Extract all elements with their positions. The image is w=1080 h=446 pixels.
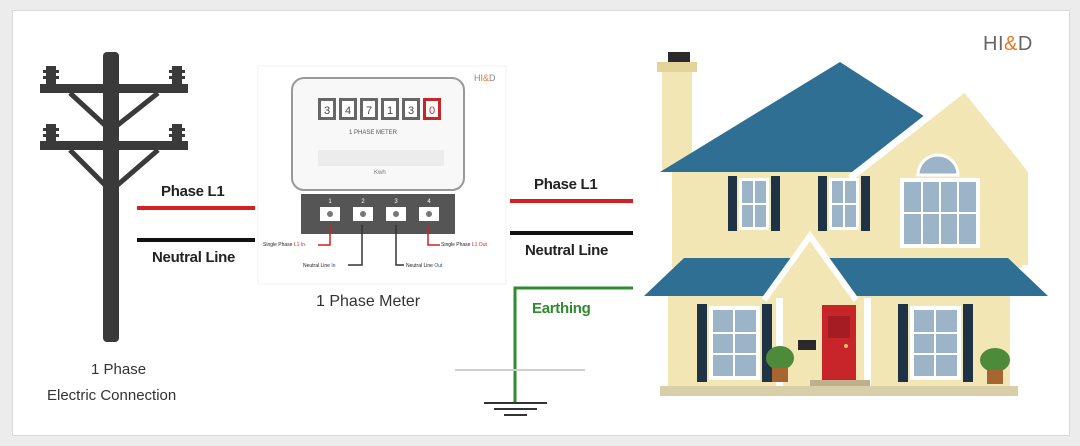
terminal-screw-head	[327, 211, 333, 217]
terminal-label-text: Neutral Line	[303, 263, 330, 269]
meter-digit-face	[405, 101, 417, 117]
meter-header-label: 1 PHASE METER	[349, 130, 398, 136]
utility-pole-icon	[40, 52, 188, 342]
meter-digit: 3	[408, 105, 414, 117]
meter-digit: 1	[387, 105, 393, 117]
terminal-label-phase-out: Single Phase L1 Out	[441, 242, 487, 248]
logo-text-left: HI	[983, 33, 1004, 55]
meter-digit-face	[321, 101, 333, 117]
upper-mid-window	[818, 176, 870, 231]
right-neutral-label: Neutral Line	[525, 242, 609, 259]
porch-gable-trim	[761, 230, 859, 302]
chimney-top	[668, 52, 690, 62]
upper-left-window	[728, 176, 780, 231]
porch-gable	[770, 238, 850, 296]
porch-roof	[644, 258, 1048, 296]
ground-symbol-icon	[484, 402, 547, 416]
terminal-label-text: Neutral Line	[406, 263, 433, 269]
terminal-number: 1	[328, 199, 332, 205]
terminal-label-suffix: In	[331, 263, 336, 269]
left-phase-label: Phase L1	[161, 183, 225, 200]
main-roof	[660, 62, 930, 172]
terminal-label-text: Single Phase	[441, 242, 471, 248]
door-step	[810, 380, 870, 386]
meter-digit-face	[426, 101, 438, 117]
meter-digit: 3	[324, 105, 330, 117]
pole-caption-line2: Electric Connection	[47, 387, 177, 404]
meter-digit: 0	[429, 105, 435, 117]
meter-digit-face	[342, 101, 354, 117]
pole-caption-line1: 1 Phase	[91, 361, 147, 378]
plant-left-icon	[766, 346, 794, 382]
terminal-label-suffix: Out	[434, 263, 443, 269]
terminal-number: 4	[427, 199, 431, 205]
logo-ampersand: &	[1004, 33, 1018, 55]
porch-column-left	[776, 298, 783, 386]
terminal-label-text: Single Phase	[263, 242, 293, 248]
terminal-label-neutral-out: Neutral Line Out	[406, 263, 442, 269]
meter-logo-right: D	[489, 73, 496, 83]
meter-digit-face	[363, 101, 375, 117]
right-gable-trim	[847, 83, 1041, 181]
meter-illustration: 3 4 7 1 3 0 1 2 3 4	[257, 65, 507, 285]
chimney	[662, 70, 692, 170]
meter-digit: 7	[366, 105, 372, 117]
meter-caption: 1 Phase Meter	[316, 293, 421, 310]
meter-wiring	[318, 225, 440, 266]
terminal-number: 2	[361, 199, 365, 205]
meter-digit-face	[384, 101, 396, 117]
terminal-number: 3	[394, 199, 398, 205]
earthing-label: Earthing	[532, 300, 591, 317]
terminal-label-phase-in: Single Phase L1 In	[263, 242, 305, 248]
meter-display-label: Kwh	[374, 170, 386, 176]
arched-window	[900, 153, 980, 248]
terminal-label-suffix: L1 In	[293, 242, 305, 248]
terminal-screw-head	[360, 211, 366, 217]
plant-right-icon	[980, 348, 1010, 384]
terminal-label-suffix: L1 Out	[471, 242, 487, 248]
brand-logo: HI&D	[983, 33, 1033, 56]
terminal-screw-head	[426, 211, 432, 217]
meter-logo-amp: &	[483, 73, 490, 83]
logo-text-right: D	[1017, 33, 1033, 55]
meter-logo-left: HI	[474, 73, 483, 83]
meter-display-bar	[318, 150, 444, 166]
terminal-label-neutral-in: Neutral Line In	[303, 263, 336, 269]
chimney-cap	[657, 62, 697, 72]
left-neutral-label: Neutral Line	[152, 249, 236, 266]
porch-column-right	[864, 298, 871, 386]
meter-counter: 3 4 7 1 3 0	[318, 98, 441, 120]
lower-left-window	[697, 304, 772, 382]
mailbox	[798, 340, 816, 350]
lower-right-window	[898, 304, 973, 382]
right-phase-label: Phase L1	[534, 176, 598, 193]
meter-logo: HI&D	[474, 73, 496, 83]
meter-digit: 4	[345, 105, 351, 117]
terminal-screw-head	[393, 211, 399, 217]
foundation	[660, 386, 1018, 396]
earthing-wire	[513, 286, 633, 403]
